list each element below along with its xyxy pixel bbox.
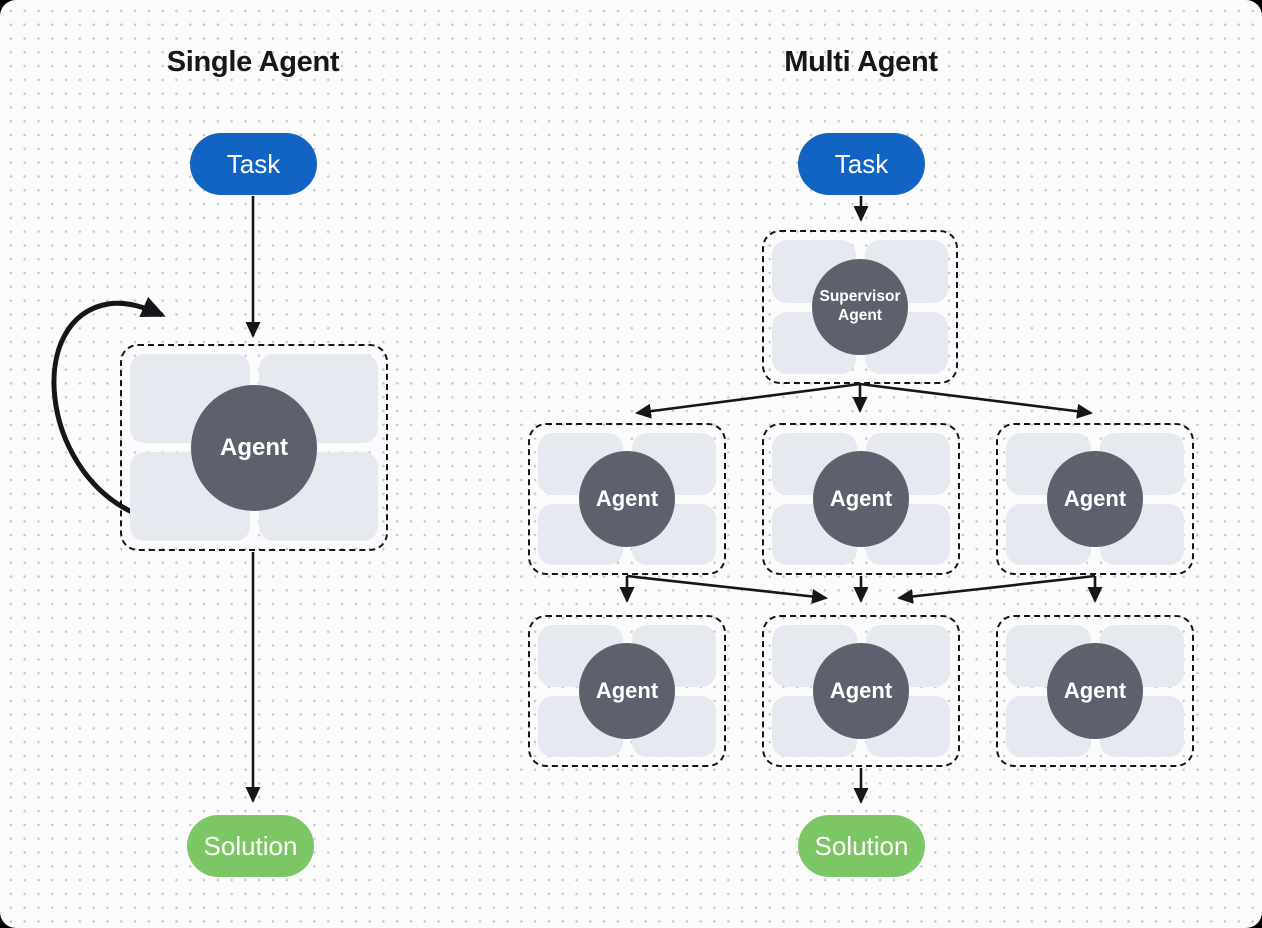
single-agent-box: Agent	[120, 344, 388, 551]
agent-circle: Agent	[1047, 451, 1143, 547]
single-task-node: Task	[190, 133, 317, 195]
multi-agent-box-bottom-middle: Agent	[762, 615, 960, 767]
multi-agent-box-top-left: Agent	[528, 423, 726, 575]
agent-circle: Agent	[813, 451, 909, 547]
agent-circle: Agent	[191, 384, 317, 511]
multi-agent-title: Multi Agent	[784, 46, 938, 78]
arrow-agent-right-to-bottom-middle	[897, 574, 1096, 604]
single-agent-title: Single Agent	[166, 46, 340, 78]
multi-agent-box-bottom-left: Agent	[528, 615, 726, 767]
multi-agent-box-top-right: Agent	[996, 423, 1194, 575]
multi-task-node: Task	[798, 133, 925, 195]
single-solution-node: Solution	[187, 815, 314, 877]
multi-solution-node: Solution	[798, 815, 925, 877]
self-loop-arrow	[51, 296, 166, 515]
supervisor-agent-box: Supervisor Agent	[762, 230, 958, 384]
supervisor-agent-circle: Supervisor Agent	[812, 259, 908, 355]
agent-circle: Agent	[813, 643, 909, 739]
multi-agent-box-top-middle: Agent	[762, 423, 960, 575]
agent-circle: Agent	[579, 643, 675, 739]
arrow-supervisor-to-agent-right	[859, 382, 1093, 419]
arrow-supervisor-to-agent-left	[635, 382, 861, 419]
agent-circle: Agent	[1047, 643, 1143, 739]
agent-circle: Agent	[579, 451, 675, 547]
arrow-agent-left-to-bottom-middle	[626, 574, 828, 604]
multi-agent-box-bottom-right: Agent	[996, 615, 1194, 767]
